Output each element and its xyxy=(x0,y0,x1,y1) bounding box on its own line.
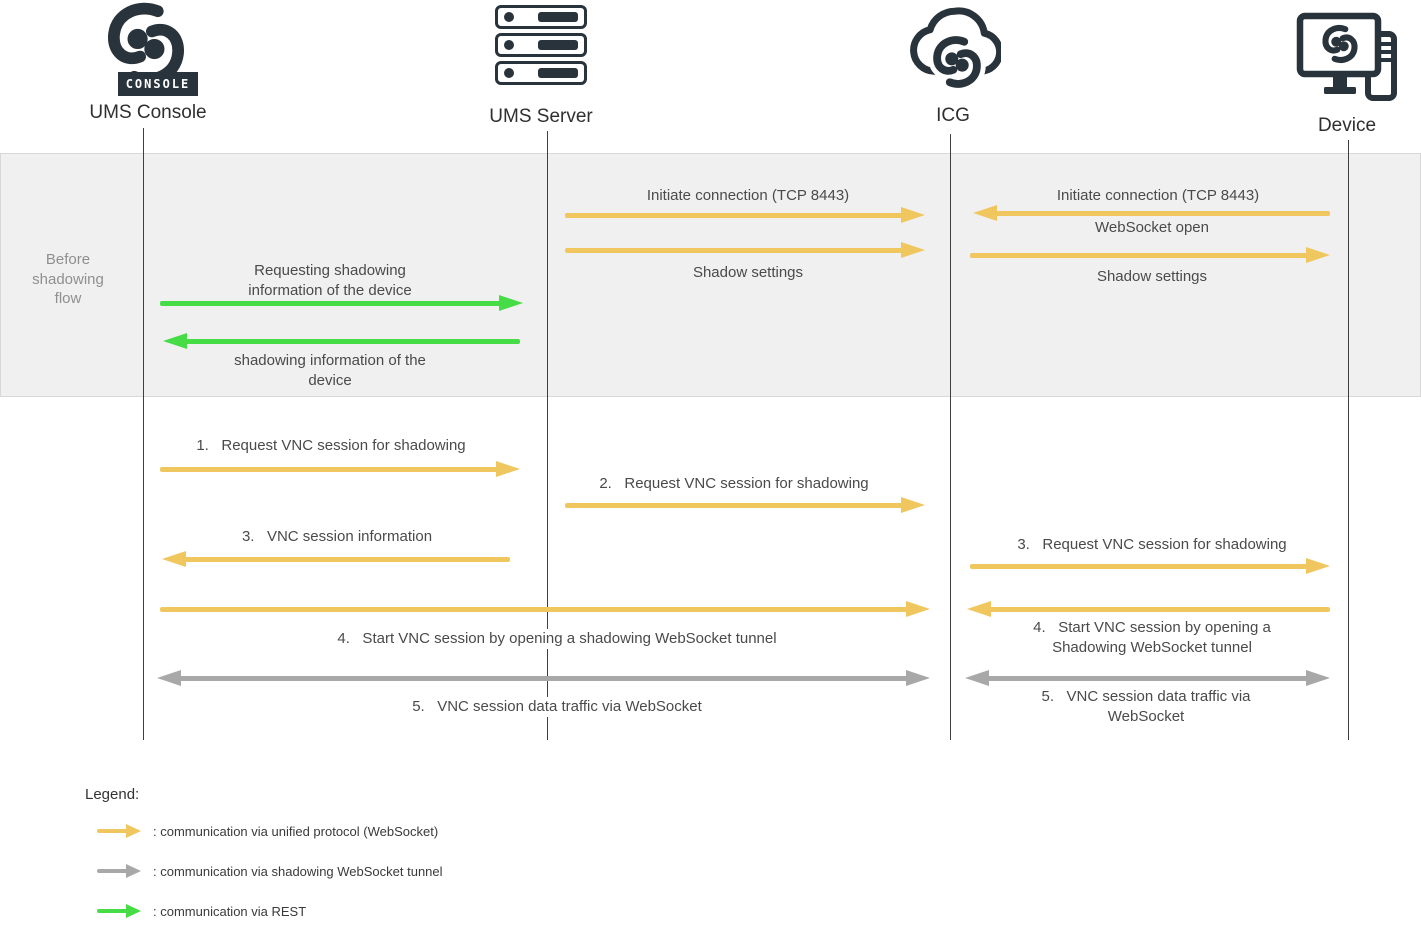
lifeline-ums-console xyxy=(143,128,144,740)
legend-item: : communication via REST xyxy=(97,902,306,920)
legend-title: Legend: xyxy=(85,786,140,803)
websocket-open-label: WebSocket open xyxy=(1095,219,1209,236)
step4-start-vnc-right-label: 4. Start VNC session by opening a Shadow… xyxy=(1030,618,1274,658)
legend-item: : communication via unified protocol (We… xyxy=(97,822,438,840)
legend-item-label: : communication via unified protocol (We… xyxy=(153,823,439,839)
shadow-settings-icg-device-arrow xyxy=(970,247,1330,263)
shadow-settings-icg-device-label: Shadow settings xyxy=(1096,268,1208,285)
shadowing-info-of-device-arrow xyxy=(163,333,520,349)
actor-label-ums-console: UMS Console xyxy=(89,102,207,123)
step3-request-vnc-icg-device-label: 3. Request VNC session for shadowing xyxy=(1014,535,1290,555)
actor-label-device: Device xyxy=(1317,115,1377,136)
requesting-shadowing-info-arrow xyxy=(160,295,523,311)
shadow-settings-ums-icg-arrow xyxy=(565,242,925,258)
requesting-shadowing-info-label: Requesting shadowing information of the … xyxy=(248,262,412,299)
step2-request-vnc-arrow xyxy=(565,497,925,513)
shadowing-info-of-device-label: shadowing information of the device xyxy=(234,352,426,389)
lifeline-ums-server xyxy=(547,131,548,740)
lifeline-icg xyxy=(950,134,951,740)
initiate-connection-device-icg-label: Initiate connection (TCP 8443) xyxy=(1056,187,1260,204)
legend-item-label: : communication via shadowing WebSocket … xyxy=(153,863,443,879)
step5-vnc-traffic-left-arrow xyxy=(157,670,930,686)
actor-label-icg: ICG xyxy=(936,105,970,126)
lifeline-device xyxy=(1348,140,1349,740)
initiate-connection-ums-icg-label: Initiate connection (TCP 8443) xyxy=(646,187,850,204)
legend-arrow-gray xyxy=(97,864,141,878)
legend-item-label: : communication via REST xyxy=(153,903,307,919)
step1-request-vnc-arrow xyxy=(160,461,520,477)
band-label: Before shadowing flow xyxy=(32,251,104,307)
legend-arrow-yellow xyxy=(97,824,141,838)
legend-arrow-green xyxy=(97,904,141,918)
before-shadowing-band xyxy=(0,153,1421,397)
actor-label-ums-server: UMS Server xyxy=(489,106,593,127)
initiate-connection-ums-icg-arrow xyxy=(565,207,925,223)
step4-start-vnc-left-label: 4. Start VNC session by opening a shadow… xyxy=(334,629,780,649)
step5-vnc-traffic-right-label: 5. VNC session data traffic via WebSocke… xyxy=(1038,687,1254,727)
step5-vnc-traffic-left-label: 5. VNC session data traffic via WebSocke… xyxy=(409,697,705,717)
step3-vnc-session-info-label: 3. VNC session information xyxy=(238,527,436,547)
shadow-settings-ums-icg-label: Shadow settings xyxy=(692,264,804,281)
step4-start-vnc-right-arrow xyxy=(967,601,1330,617)
icg-cloud-icon xyxy=(910,7,1001,100)
device-icon xyxy=(1296,12,1397,101)
step1-request-vnc-label: 1. Request VNC session for shadowing xyxy=(193,436,469,456)
step2-request-vnc-label: 2. Request VNC session for shadowing xyxy=(596,474,872,494)
step4-start-vnc-left-arrow xyxy=(160,601,930,617)
server-rack-icon xyxy=(495,5,587,89)
step3-request-vnc-icg-device-arrow xyxy=(970,558,1330,574)
console-badge: CONSOLE xyxy=(118,72,198,96)
legend-item: : communication via shadowing WebSocket … xyxy=(97,862,443,880)
step5-vnc-traffic-right-arrow xyxy=(965,670,1330,686)
step3-vnc-session-info-arrow xyxy=(162,551,510,567)
initiate-connection-device-icg-arrow xyxy=(973,205,1330,221)
